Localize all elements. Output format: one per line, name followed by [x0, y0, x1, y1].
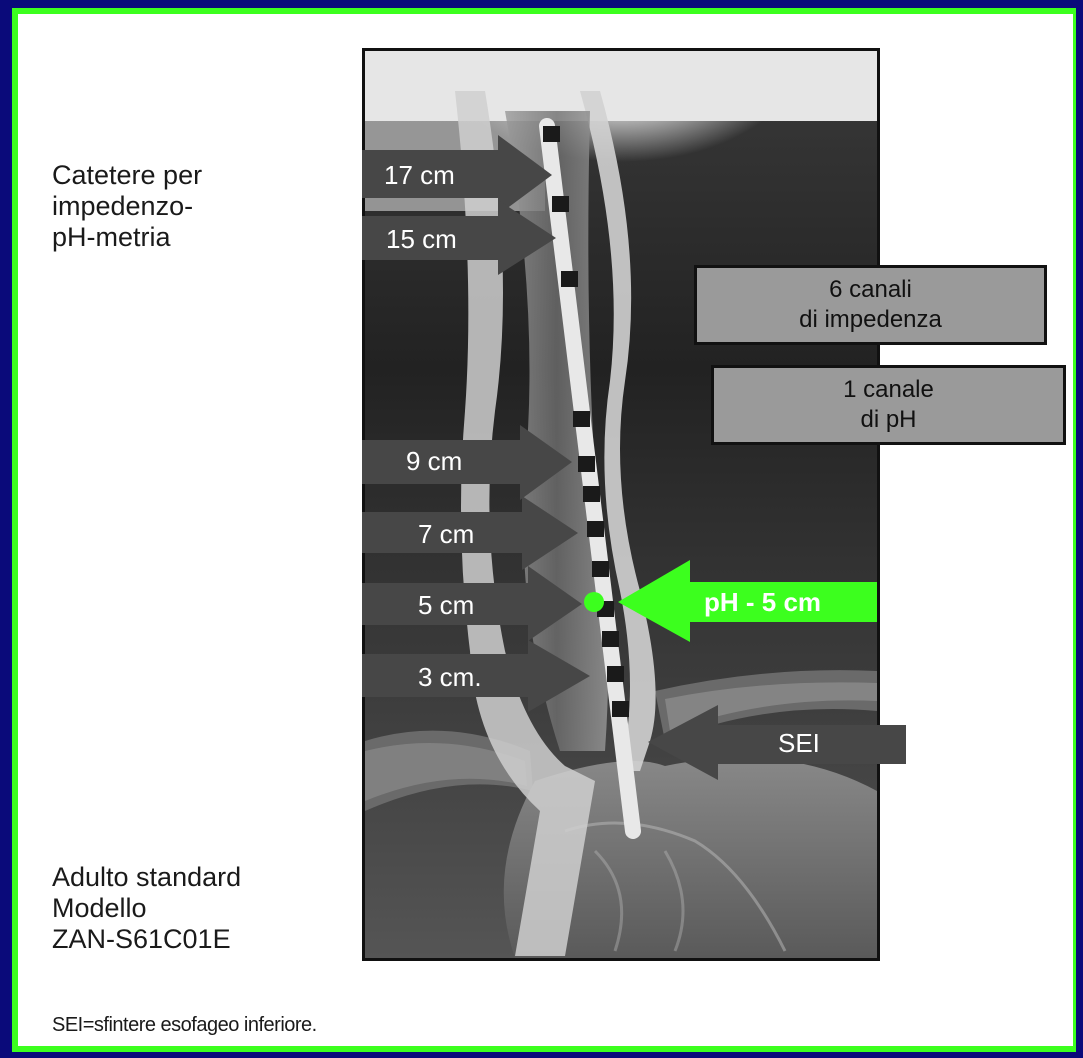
ph-box-line-2: di pH — [714, 405, 1063, 435]
marker-7cm-label: 7 cm — [418, 519, 474, 549]
ph-marker-label: pH - 5 cm — [704, 587, 821, 617]
marker-5cm-label: 5 cm — [418, 590, 474, 620]
marker-3cm: 3 cm. — [362, 640, 590, 712]
marker-3cm-label: 3 cm. — [418, 662, 482, 692]
impedance-box-line-1: 6 canali — [697, 275, 1044, 305]
impedance-box-line-2: di impedenza — [697, 305, 1044, 335]
ph-sensor-dot — [584, 592, 604, 612]
marker-9cm: 9 cm — [362, 425, 572, 500]
marker-9cm-label: 9 cm — [406, 446, 462, 476]
impedance-channels-box: 6 canali di impedenza — [694, 265, 1047, 345]
marker-15cm-label: 15 cm — [386, 224, 457, 254]
sei-marker-label: SEI — [778, 728, 820, 758]
marker-15cm: 15 cm — [362, 200, 556, 275]
ph-box-line-1: 1 canale — [714, 375, 1063, 405]
marker-5cm: 5 cm — [362, 566, 582, 641]
marker-7cm: 7 cm — [362, 496, 578, 570]
marker-17cm-label: 17 cm — [384, 160, 455, 190]
marker-17cm: 17 cm — [362, 135, 552, 215]
ph-channel-box: 1 canale di pH — [711, 365, 1066, 445]
ph-marker: pH - 5 cm — [584, 560, 877, 642]
sei-marker: SEI — [648, 705, 906, 780]
